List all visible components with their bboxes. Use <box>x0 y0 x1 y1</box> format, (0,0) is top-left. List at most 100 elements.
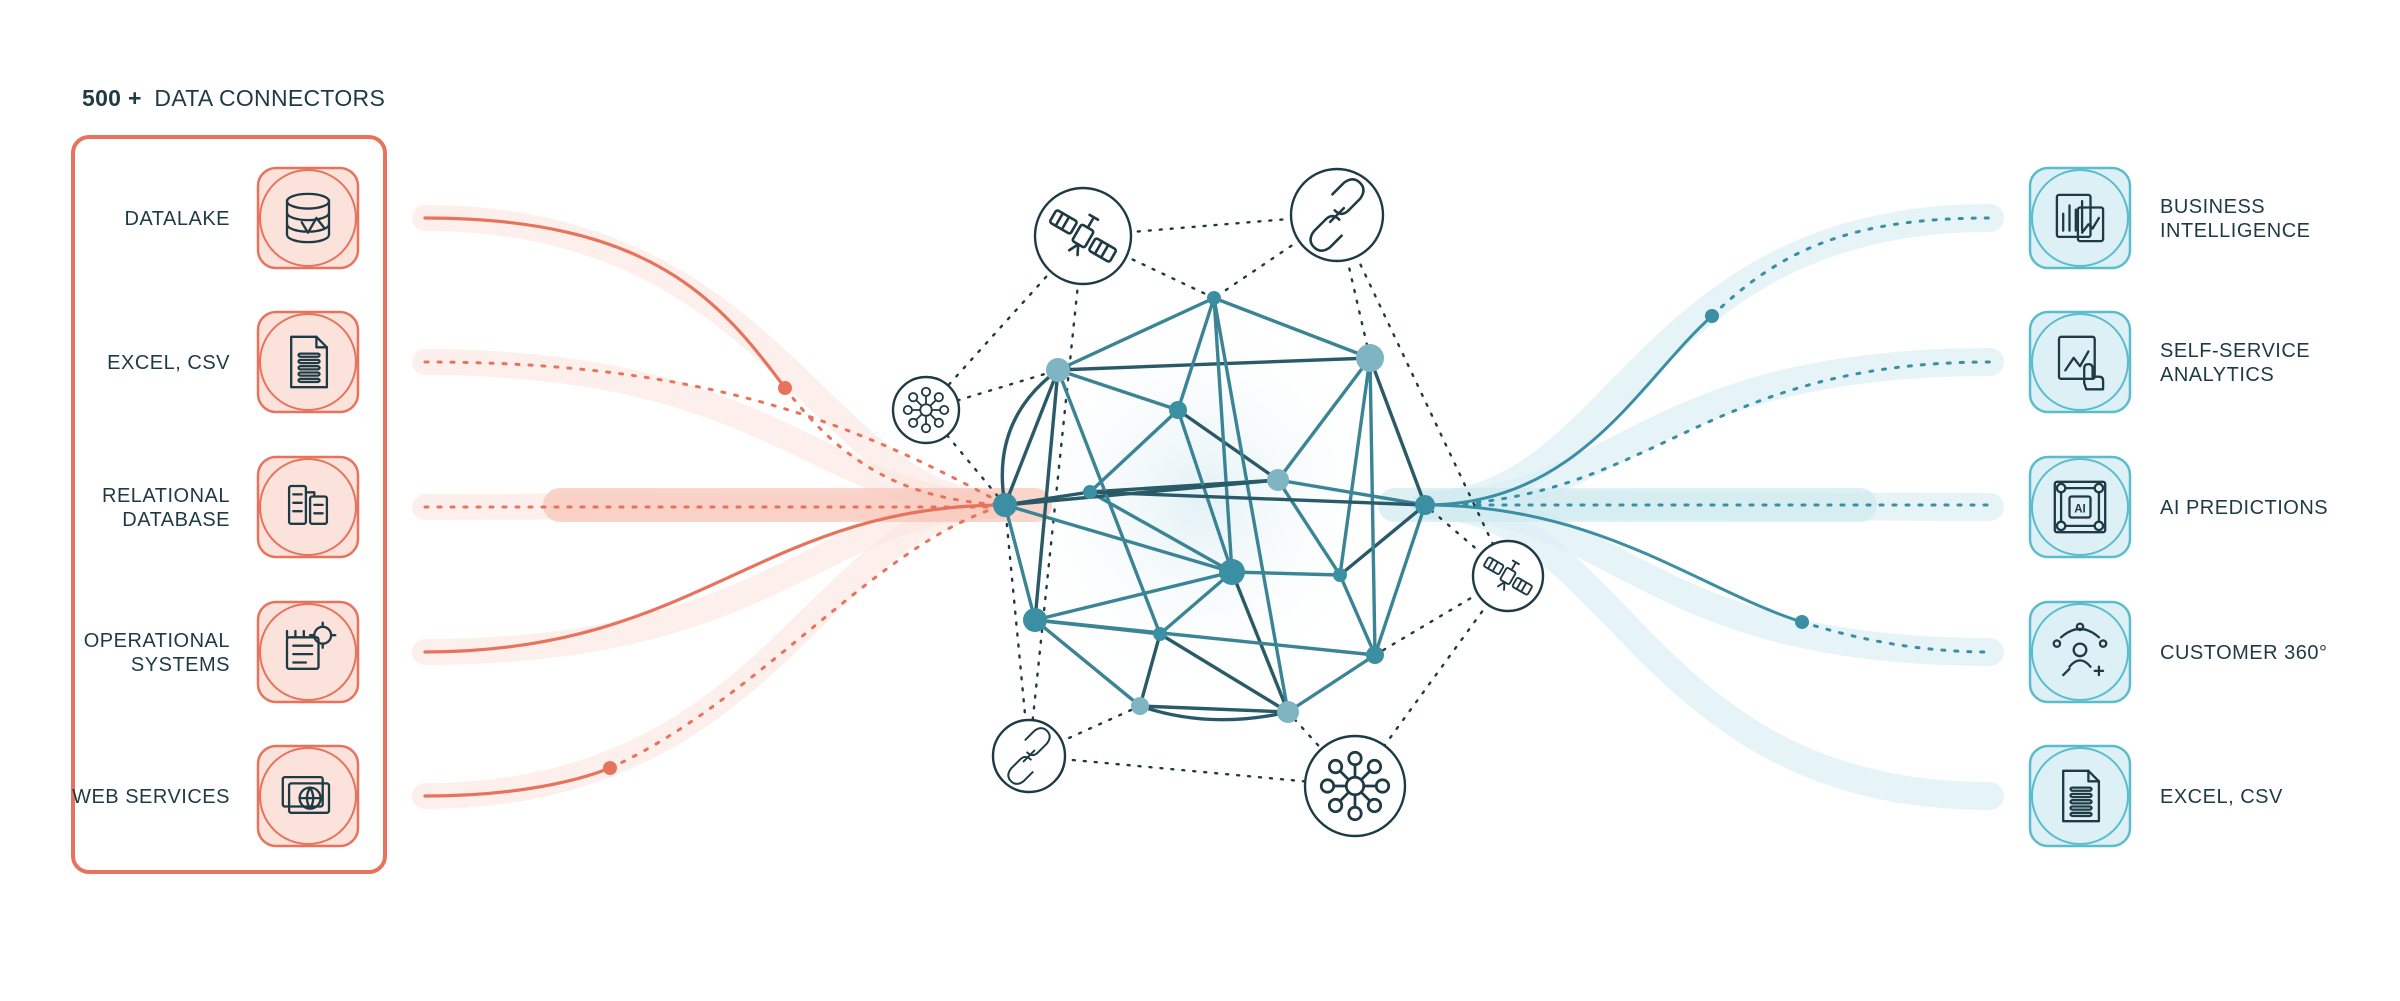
mesh-edge <box>1338 573 1377 657</box>
output-tile-ring <box>2031 747 2129 845</box>
output-tile <box>2028 600 2132 704</box>
mesh-edge <box>1276 478 1342 577</box>
source-tile-ring <box>259 169 357 267</box>
hub-icons <box>891 167 1545 838</box>
output-item[interactable]: AI AI PREDICTIONS <box>2028 455 2328 559</box>
network-icon <box>1319 750 1391 822</box>
output-label-line: BUSINESS <box>2160 196 2265 218</box>
source-label: EXCEL, CSV <box>107 352 230 374</box>
mesh-edge <box>1033 618 1142 708</box>
mesh-node <box>1207 291 1221 305</box>
mesh-edge <box>1230 570 1342 577</box>
connectors-count: 500 + <box>82 85 142 111</box>
output-tile <box>2028 310 2132 414</box>
mesh-edge <box>1056 296 1216 372</box>
database-icon <box>285 192 331 244</box>
mesh-node <box>1153 627 1167 641</box>
mesh-edge <box>1033 618 1377 657</box>
mesh-edge <box>1088 408 1180 494</box>
link-icon <box>1007 727 1051 785</box>
hub-icon-badge <box>1033 186 1133 286</box>
mesh-node <box>1219 559 1245 585</box>
mesh-edge <box>1176 408 1280 482</box>
source-label-line: DATABASE <box>122 509 230 531</box>
source-label: WEB SERVICES <box>72 786 230 808</box>
sources-panel <box>71 135 387 874</box>
mesh-edge <box>1338 356 1372 577</box>
source-tile <box>256 455 360 559</box>
source-tile-ring <box>259 458 357 556</box>
mesh-node <box>1046 358 1070 382</box>
mesh-edge <box>1176 296 1216 412</box>
output-label: EXCEL, CSV <box>2160 786 2283 808</box>
mesh-edge <box>1276 356 1372 482</box>
source-flow-dot <box>603 761 617 775</box>
mesh-edge <box>1088 490 1427 507</box>
mesh-edge <box>1286 653 1377 714</box>
source-label-line: EXCEL, CSV <box>107 352 230 374</box>
output-flow-dot <box>1795 615 1809 629</box>
mesh-node <box>1083 485 1097 499</box>
hub-icon-ring <box>1303 734 1407 838</box>
customer-360-icon <box>2052 622 2108 677</box>
mesh-node <box>1333 568 1347 582</box>
mesh-node <box>1415 495 1435 515</box>
mesh-edge <box>1158 632 1290 714</box>
output-label-line: EXCEL, CSV <box>2160 786 2283 808</box>
hub-mesh <box>993 291 1435 723</box>
mesh-node <box>1023 608 1047 632</box>
mesh-edge <box>1176 408 1234 574</box>
source-flow-dotted <box>608 503 1007 770</box>
output-label-line: SELF-SERVICE <box>2160 340 2310 362</box>
ai-chip-icon: AI <box>2053 480 2107 534</box>
document-icon <box>2062 769 2101 823</box>
source-item[interactable]: WEB SERVICES <box>72 744 360 848</box>
output-item[interactable]: CUSTOMER 360° <box>2028 600 2328 704</box>
output-flow-dotted <box>1800 620 1992 654</box>
mesh-node <box>1169 401 1187 419</box>
source-label-line: RELATIONAL <box>102 485 230 507</box>
ai-chip-text: AI <box>2074 503 2086 515</box>
output-tile <box>2028 166 2132 270</box>
output-label: AI PREDICTIONS <box>2160 497 2328 519</box>
output-label: CUSTOMER 360° <box>2160 642 2328 664</box>
source-flow-line <box>423 360 1007 507</box>
source-flow-line <box>423 503 1007 654</box>
output-tile-ring <box>2031 313 2129 411</box>
source-item[interactable]: DATALAKE <box>124 166 360 270</box>
connectors-text: DATA CONNECTORS <box>154 85 385 111</box>
web-services-icon <box>281 775 331 814</box>
satellite-icon <box>1483 556 1533 596</box>
hub-icon-ring <box>1033 186 1133 286</box>
mesh-arc <box>1000 368 1060 506</box>
mesh-edge <box>1088 490 1234 574</box>
source-item[interactable]: EXCEL, CSV <box>107 310 360 414</box>
touch-chart-icon <box>2057 335 2105 391</box>
link-icon <box>1309 178 1365 252</box>
hub-dotted-link <box>1027 704 1142 758</box>
hub-icon-ring <box>1471 539 1545 613</box>
mesh-edge <box>1056 368 1162 636</box>
source-tile <box>256 166 360 270</box>
hub-dotted-link <box>1003 503 1031 758</box>
connectors-title: 500 + DATA CONNECTORS <box>82 85 385 111</box>
output-flow-dot <box>1705 309 1719 323</box>
output-item[interactable]: EXCEL, CSV <box>2028 744 2283 848</box>
mesh-edge <box>1056 368 1180 412</box>
mesh-edge <box>1338 503 1427 577</box>
hub-dotted-link <box>1335 213 1510 578</box>
mesh-node <box>1277 701 1299 723</box>
output-flow-line <box>1423 314 1714 507</box>
source-flow-dot <box>778 381 792 395</box>
hub-icon-ring <box>891 375 961 445</box>
source-label-line: DATALAKE <box>124 208 230 230</box>
